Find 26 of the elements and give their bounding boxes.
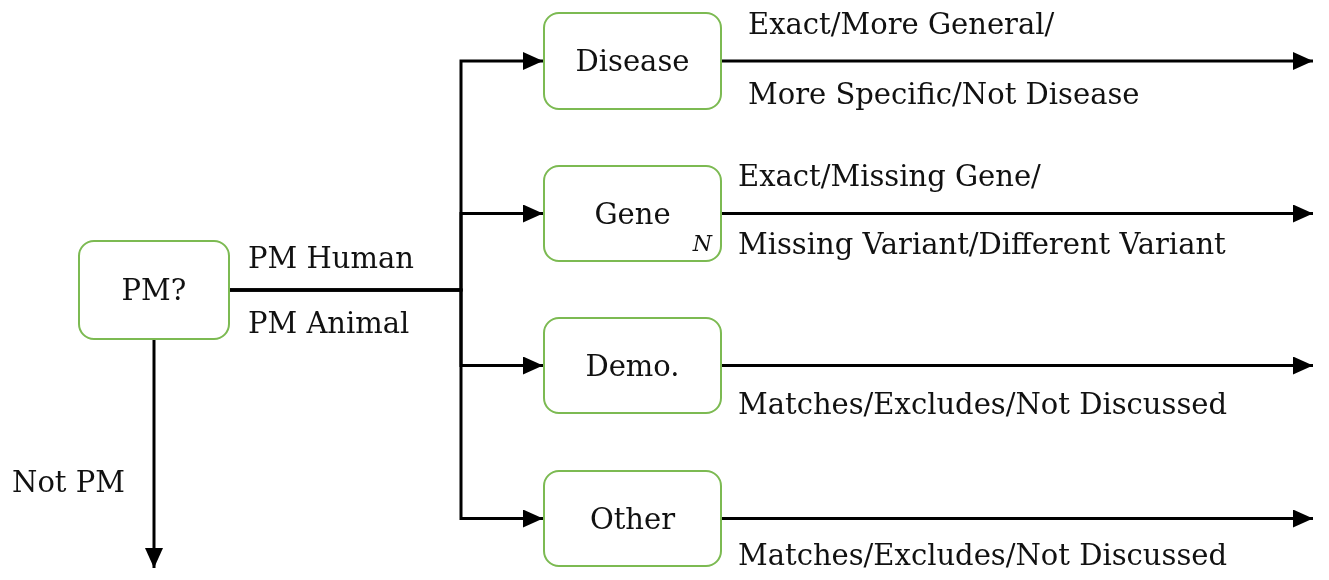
node-label: Disease <box>575 44 690 78</box>
arrow <box>230 288 543 528</box>
process-box <box>543 470 722 567</box>
branch-label: Matches/Excludes/Not Discussed <box>738 541 1227 570</box>
branch-label: PM Animal <box>248 309 410 338</box>
node-label: Gene <box>594 196 671 231</box>
arrow <box>722 204 1313 223</box>
arrow <box>722 356 1313 375</box>
arrow <box>722 52 1313 70</box>
process-box <box>78 240 230 340</box>
branch-label: Missing Variant/Different Variant <box>738 230 1226 259</box>
process-box <box>543 317 722 414</box>
arrow <box>145 340 163 568</box>
process-box <box>543 12 722 110</box>
branch-label: Exact/More General/ <box>748 10 1055 39</box>
branch-label: Exact/Missing Gene/ <box>738 162 1041 191</box>
node-label: Demo. <box>585 348 680 383</box>
node-label: Other <box>589 501 676 536</box>
process-box <box>543 165 722 262</box>
branch-label: PM Human <box>248 244 414 273</box>
edge-label: Not PM <box>12 468 125 497</box>
branch-label: More Specific/Not Disease <box>748 80 1140 109</box>
node-label: PM? <box>121 273 187 307</box>
subscript-label: N <box>692 231 712 256</box>
branch-label: Matches/Excludes/Not Discussed <box>738 390 1227 419</box>
arrow <box>722 509 1313 528</box>
